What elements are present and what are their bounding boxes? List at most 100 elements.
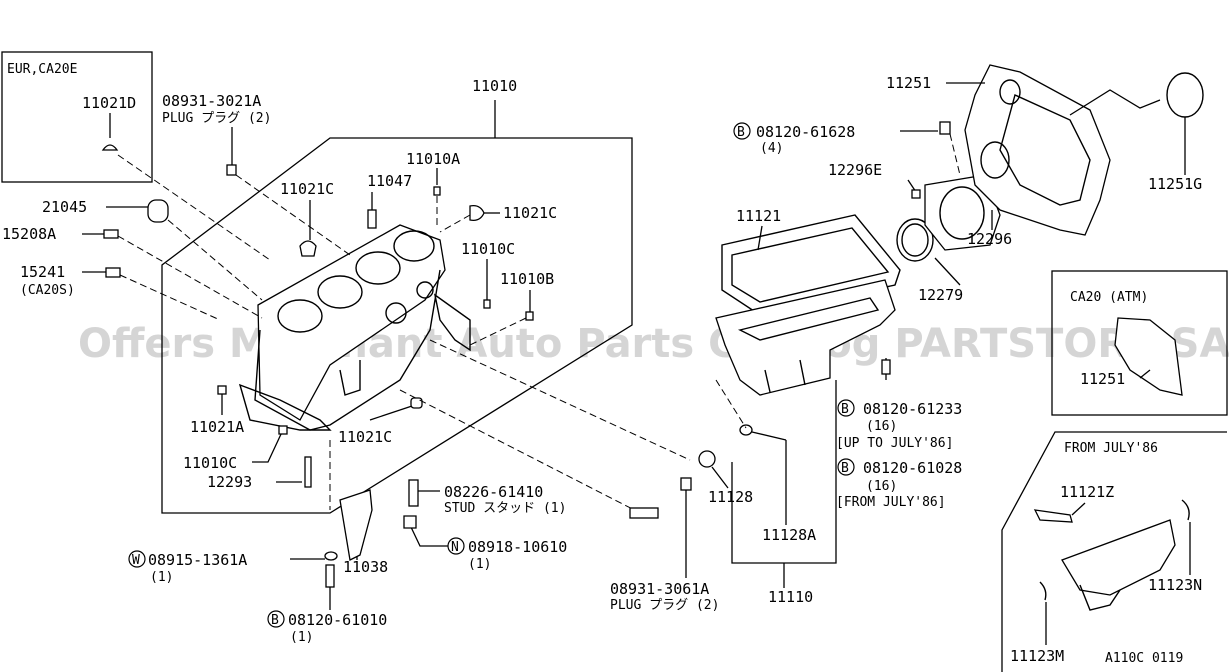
b-circle-b-label: B bbox=[841, 402, 849, 417]
b-circle-a-label: B bbox=[271, 613, 279, 628]
label-11021C-a[interactable]: 11021C bbox=[280, 180, 334, 198]
label-11123N[interactable]: 11123N bbox=[1148, 576, 1202, 594]
inset-from-frame bbox=[1001, 431, 1227, 672]
label-11110[interactable]: 11110 bbox=[768, 588, 813, 606]
label-08120-61028[interactable]: 08120-61028 bbox=[863, 459, 962, 477]
part-bolt-61010 bbox=[325, 564, 335, 588]
b-circle-c-label: B bbox=[841, 461, 849, 476]
label-08120-61010[interactable]: 08120-61010 bbox=[288, 611, 387, 629]
oil-pan-gasket bbox=[721, 214, 901, 316]
label-11121[interactable]: 11121 bbox=[736, 207, 781, 225]
label-fromjuly: [FROM JULY'86] bbox=[836, 495, 946, 510]
part-plug-lower bbox=[629, 507, 659, 519]
label-11251G[interactable]: 11251G bbox=[1148, 175, 1202, 193]
label-08931-3021A[interactable]: 08931-3021A bbox=[162, 92, 261, 110]
part-11128 bbox=[698, 450, 716, 468]
part-11121Z bbox=[1033, 509, 1073, 523]
label-11021C-b[interactable]: 11021C bbox=[503, 204, 557, 222]
leader-11121Z bbox=[1071, 502, 1086, 516]
label-08120-61628[interactable]: 08120-61628 bbox=[756, 123, 855, 141]
inset-from-title: FROM JULY'86 bbox=[1064, 441, 1158, 456]
part-11010C-b bbox=[278, 425, 288, 435]
label-11123M[interactable]: 11123M bbox=[1010, 647, 1064, 665]
part-11047 bbox=[367, 209, 377, 229]
label-11251[interactable]: 11251 bbox=[886, 74, 931, 92]
part-11021A bbox=[217, 385, 227, 395]
part-12293 bbox=[304, 456, 312, 488]
rear-plate-group: 12279 12296 12296E B 08120-61628 (4) 112… bbox=[733, 64, 1204, 304]
label-11021C-c[interactable]: 11021C bbox=[338, 428, 392, 446]
bottom-center-group: 08226-61410 STUD スタッド (1) 11038 W 08915-… bbox=[128, 479, 567, 645]
block-bracket bbox=[433, 293, 471, 352]
n-circle-label: N bbox=[451, 540, 459, 555]
label-atm-11251[interactable]: 11251 bbox=[1080, 370, 1125, 388]
part-15241 bbox=[105, 267, 121, 278]
bore-4 bbox=[393, 230, 435, 262]
part-11123M bbox=[1039, 581, 1047, 601]
label-11128A[interactable]: 11128A bbox=[762, 526, 816, 544]
leader-11128A-b bbox=[751, 431, 787, 441]
part-12279-inner bbox=[901, 223, 929, 257]
label-15208A[interactable]: 15208A bbox=[2, 225, 56, 243]
cylinder-block bbox=[238, 224, 471, 431]
label-11010C-b[interactable]: 11010C bbox=[183, 454, 237, 472]
part-plug-3061A bbox=[680, 477, 692, 491]
inset-eur-frame bbox=[1, 51, 153, 183]
label-11010C-a[interactable]: 11010C bbox=[461, 240, 515, 258]
label-08931-3061A[interactable]: 08931-3061A bbox=[610, 580, 709, 598]
label-08120-61233[interactable]: 08120-61233 bbox=[863, 400, 962, 418]
leader-atm-11251 bbox=[1139, 369, 1151, 379]
dashed-block-3061A bbox=[429, 339, 691, 461]
label-11010A[interactable]: 11010A bbox=[406, 150, 460, 168]
label-11021A[interactable]: 11021A bbox=[190, 418, 244, 436]
label-08915-1361A[interactable]: 08915-1361A bbox=[148, 551, 247, 569]
label-11128[interactable]: 11128 bbox=[708, 488, 753, 506]
dashed-15241 bbox=[119, 274, 221, 321]
oil-pan bbox=[715, 279, 896, 396]
leader-08918 bbox=[409, 524, 448, 547]
leader-11010C-b bbox=[252, 431, 283, 463]
leader-12279 bbox=[934, 257, 961, 286]
label-upto: [UP TO JULY'86] bbox=[836, 436, 953, 451]
part-bolt-61628 bbox=[939, 121, 951, 135]
part-nut bbox=[403, 515, 417, 529]
label-08226-61410[interactable]: 08226-61410 bbox=[444, 483, 543, 501]
bracket-11010 bbox=[161, 100, 633, 514]
label-12296[interactable]: 12296 bbox=[967, 230, 1012, 248]
bore-1 bbox=[277, 299, 323, 333]
dashed-11021C-b bbox=[439, 214, 471, 233]
block-boss bbox=[385, 302, 407, 324]
label-11047[interactable]: 11047 bbox=[367, 172, 412, 190]
inset-eur-title: EUR,CA20E bbox=[7, 62, 77, 77]
part-11251-hole bbox=[980, 141, 1010, 179]
oil-pan-group: 11110 08931-3061A PLUG プラグ (2) 11128 111… bbox=[610, 207, 962, 613]
oil-pan-sump bbox=[764, 359, 806, 393]
label-12279[interactable]: 12279 bbox=[918, 286, 963, 304]
label-11038[interactable]: 11038 bbox=[343, 558, 388, 576]
engine-block-group: 11010 08931-3021A PLUG プラグ (2) 11010A 11… bbox=[2, 77, 691, 519]
label-21045[interactable]: 21045 bbox=[42, 198, 87, 216]
inset-from-july: FROM JULY'86 11121Z 11123N 11123M bbox=[1001, 431, 1227, 672]
label-12296E[interactable]: 12296E bbox=[828, 161, 882, 179]
bore-2 bbox=[317, 275, 363, 309]
label-15241[interactable]: 15241 bbox=[20, 263, 65, 281]
part-11021C-b bbox=[469, 205, 485, 221]
leader-11128 bbox=[711, 466, 729, 489]
label-11010B[interactable]: 11010B bbox=[500, 270, 554, 288]
inset-atm-title: CA20 (ATM) bbox=[1070, 290, 1148, 305]
label-08918-10610[interactable]: 08918-10610 bbox=[468, 538, 567, 556]
dashed-oil-pan-drain bbox=[715, 379, 747, 429]
label-12293[interactable]: 12293 bbox=[207, 473, 252, 491]
label-11010[interactable]: 11010 bbox=[472, 77, 517, 95]
part-stud bbox=[408, 479, 419, 507]
part-bolt-61233 bbox=[881, 359, 891, 375]
label-qty1a: (1) bbox=[150, 570, 173, 585]
label-11021D[interactable]: 11021D bbox=[82, 94, 136, 112]
part-11010C-a bbox=[483, 299, 491, 309]
b-circle-c bbox=[837, 458, 855, 476]
label-11121Z[interactable]: 11121Z bbox=[1060, 483, 1114, 501]
block-port bbox=[416, 281, 434, 299]
part-11128A bbox=[739, 424, 753, 436]
label-qty16b: (16) bbox=[866, 479, 897, 494]
